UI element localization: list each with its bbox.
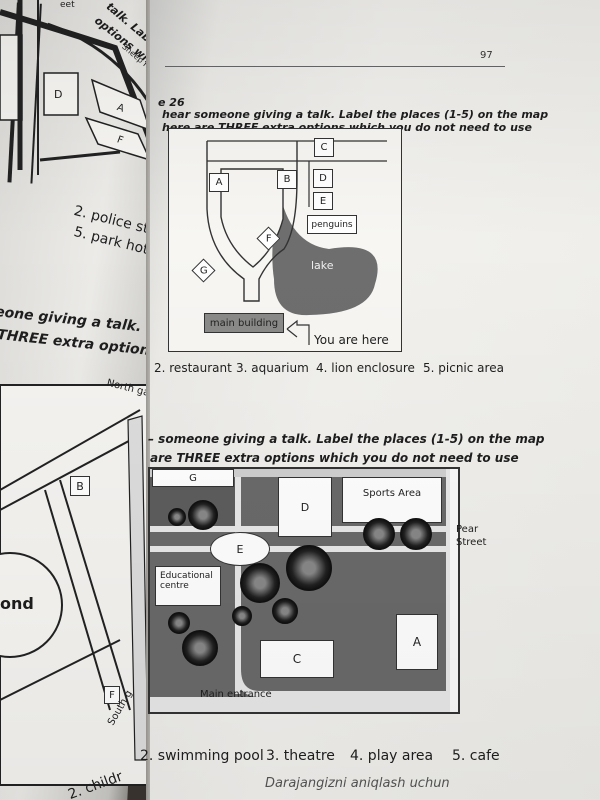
map-1-label-e: E (313, 192, 333, 210)
page-number: 97 (480, 50, 493, 61)
exercise-1-answer-2: 2. restaurant (154, 361, 232, 375)
tree-icon (168, 612, 190, 634)
map-2-label-g: G (189, 472, 197, 484)
tree-icon (188, 500, 218, 530)
left-map-label-f2: F (104, 686, 120, 704)
left-top-map (0, 0, 153, 175)
tree-icon (232, 606, 252, 626)
map-2-label-a: A (396, 614, 438, 670)
map-1-label-g: G (199, 265, 208, 276)
exercise-2-answer-3: 3. theatre (266, 748, 335, 764)
map-1-label-c: C (314, 138, 334, 157)
map-2-pear-street: Pear Street (456, 524, 487, 548)
tree-icon (168, 508, 186, 526)
map-1-label-lake: lake (311, 259, 334, 272)
header-rule (165, 66, 505, 67)
map-2-label-e: E (210, 532, 270, 566)
map-1-label-penguins: penguins (307, 215, 357, 234)
map-2-main-entrance: Main entrance (200, 689, 272, 700)
exercise-1-answer-4: 4. lion enclosure (316, 361, 415, 375)
map-2-educational-centre: Educational centre (155, 566, 221, 606)
map-2-label-d: D (278, 477, 332, 537)
map-1-label-f: F (265, 232, 272, 244)
tree-icon (286, 545, 332, 591)
map-1-label-a: A (209, 173, 229, 192)
tree-icon (400, 518, 432, 550)
left-header-fragment-1: eet (60, 0, 75, 10)
left-map-label-d: D (54, 88, 63, 101)
tree-icon (182, 630, 218, 666)
tree-icon (240, 563, 280, 603)
exercise-1-answer-3: 3. aquarium (236, 361, 309, 375)
exercise-1-number: e 26 (158, 96, 185, 109)
tree-icon (363, 518, 395, 550)
left-pond: ond (0, 594, 34, 613)
left-map-label-b: B (70, 476, 90, 496)
exercise-2-answer-4: 4. play area (350, 748, 434, 764)
tree-icon (272, 598, 298, 624)
map-1-label-b: B (277, 170, 297, 189)
map-2-sports-area: Sports Area (342, 477, 442, 523)
exercise-2-answer-2: 2. swimming pool (140, 748, 264, 764)
footer-text: Darajangizni aniqlash uchun (265, 776, 450, 791)
exercise-1-instruction-1: hear someone giving a talk. Label the pl… (162, 108, 549, 121)
left-bottom-map (0, 384, 151, 786)
map-1-label-d: D (313, 169, 333, 188)
map-1-main-building: main building (204, 313, 284, 333)
exercise-1-answer-5: 5. picnic area (423, 361, 504, 375)
map-2-label-c: C (260, 640, 334, 678)
exercise-2-instruction-1: – someone giving a talk. Label the place… (148, 432, 545, 446)
exercise-2-instruction-2: are THREE extra options which you do not… (150, 451, 519, 465)
map-2-g-area: G (152, 469, 234, 487)
exercise-2-answer-5: 5. cafe (452, 748, 500, 764)
map-1-you-are-here: You are here (314, 333, 389, 347)
